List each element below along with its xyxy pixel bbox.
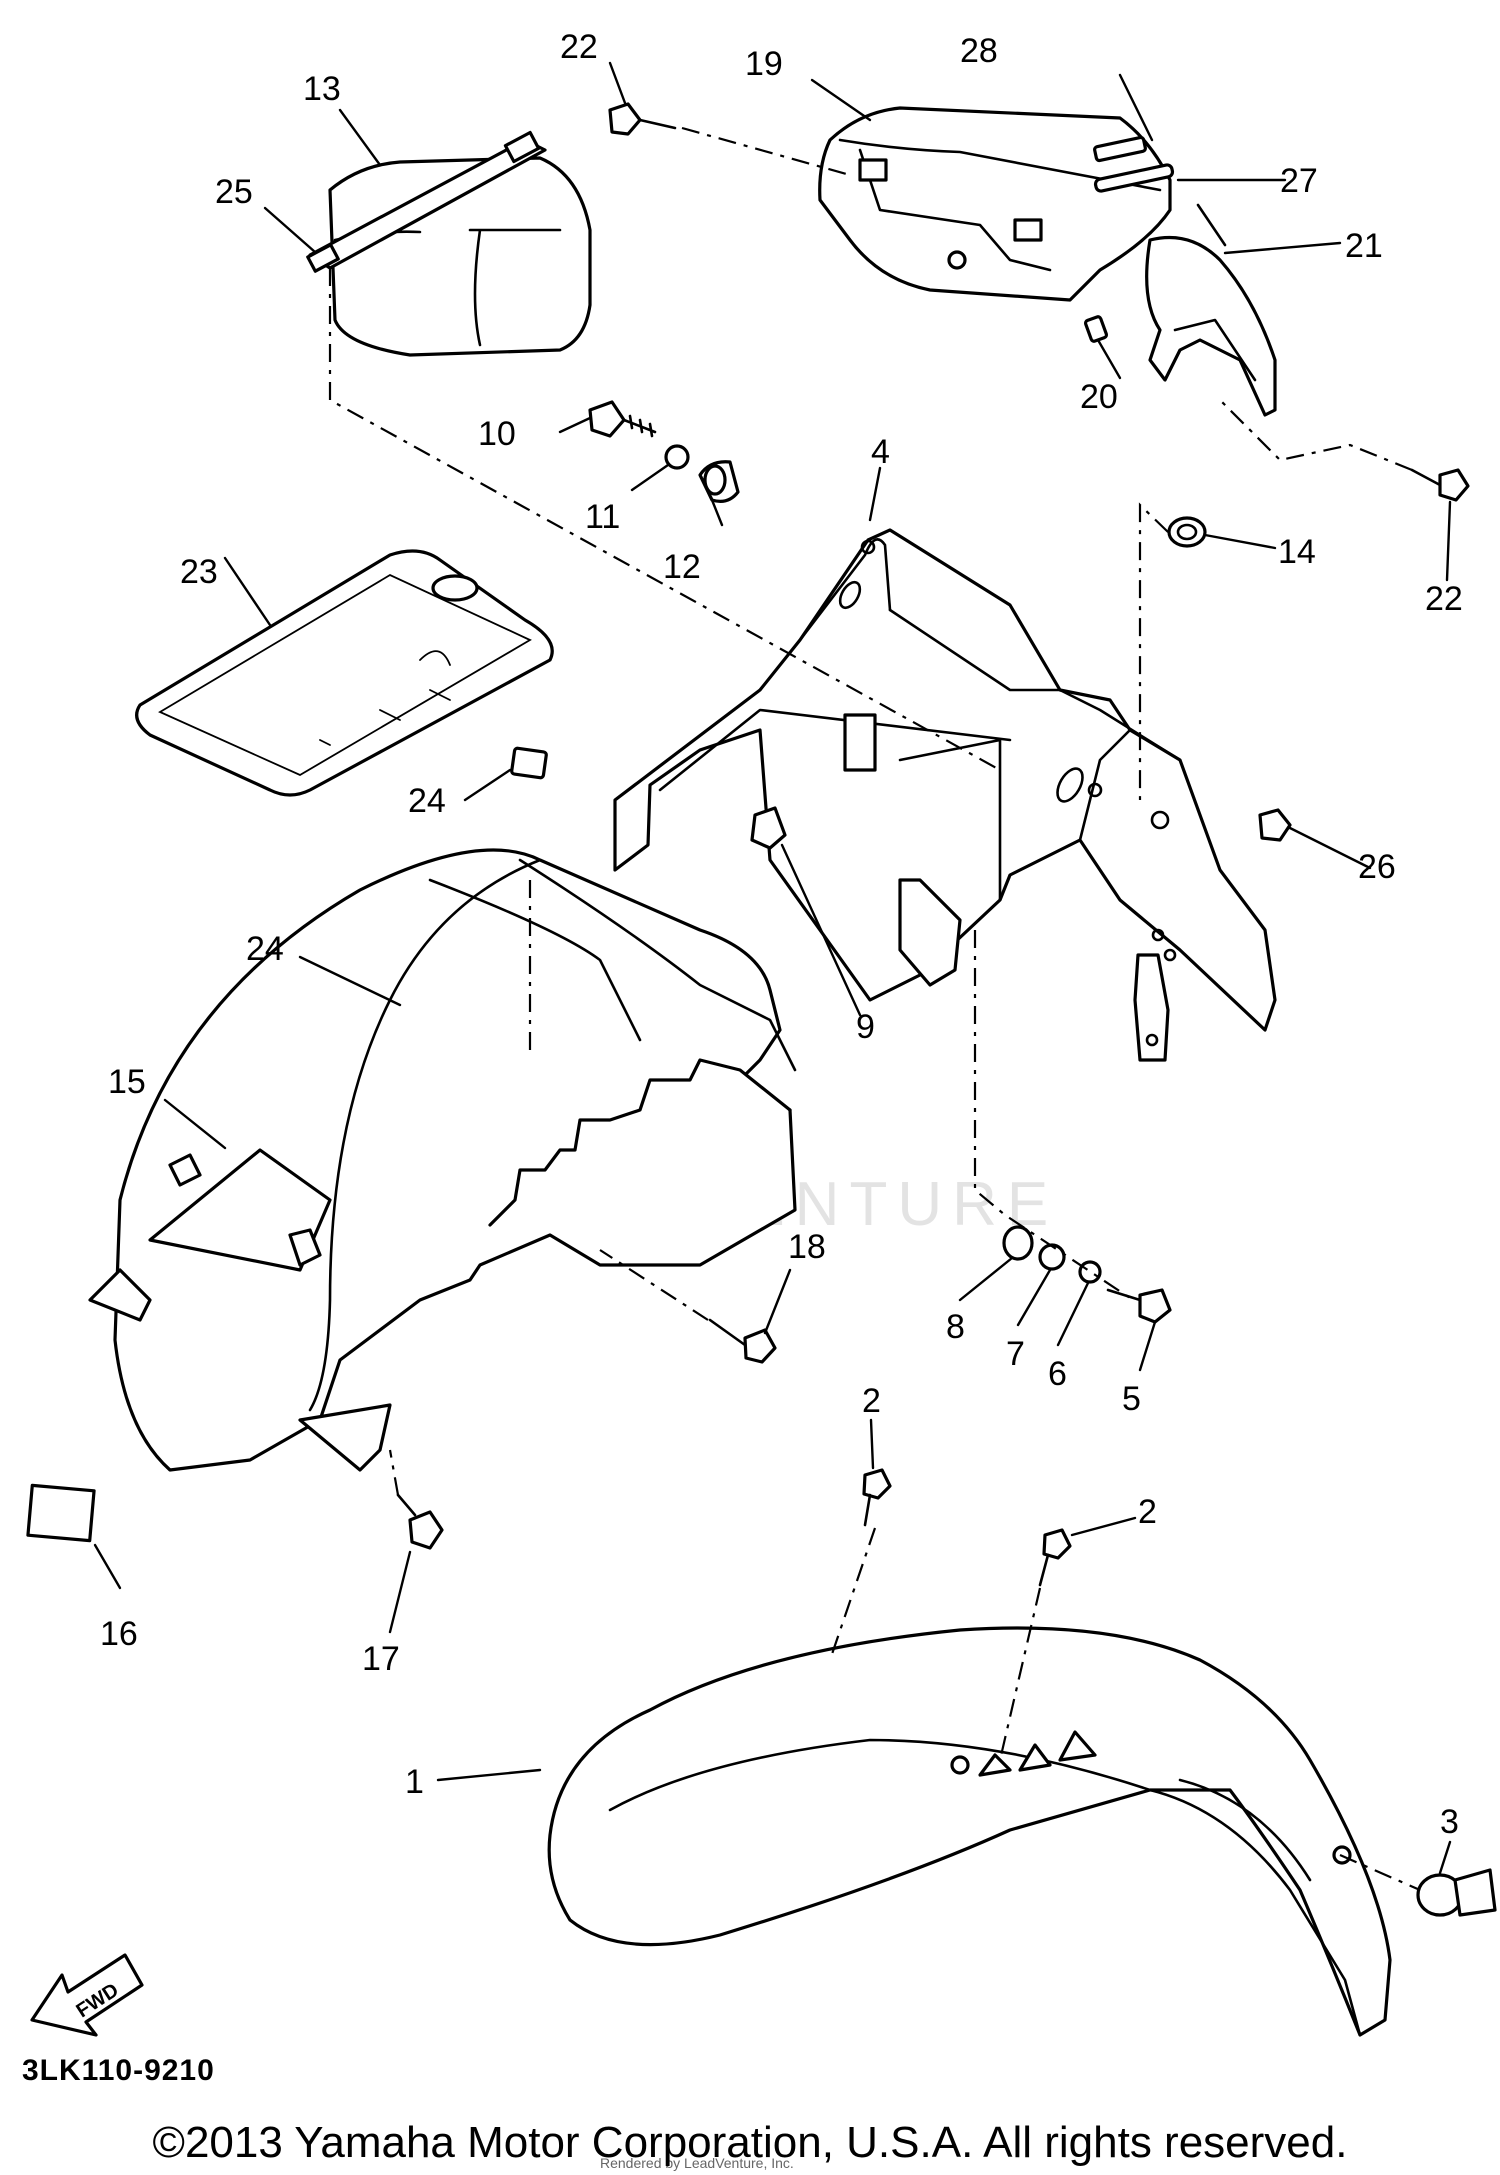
callout-1: 1 <box>405 1763 424 1801</box>
callout-25: 25 <box>215 173 253 211</box>
part-18-bolt[interactable] <box>708 1318 777 1364</box>
part-19-tail-light[interactable] <box>818 106 1172 302</box>
callout-4: 4 <box>871 433 890 471</box>
callout-26: 26 <box>1358 848 1396 886</box>
callout-27: 27 <box>1280 162 1318 200</box>
part-3-rubber-grommet[interactable] <box>1416 1868 1497 1917</box>
part-22-bolt-right[interactable] <box>1410 468 1470 502</box>
callout-6: 6 <box>1048 1355 1067 1393</box>
part-12-collar[interactable] <box>698 460 740 503</box>
callout-28: 28 <box>960 32 998 70</box>
part-4-rear-frame[interactable] <box>613 528 1277 1062</box>
callout-23: 23 <box>180 553 218 591</box>
assembly-lines <box>328 126 1421 1892</box>
part-6-lock-washer[interactable] <box>1078 1260 1102 1284</box>
part-14-grommet[interactable] <box>1167 516 1207 548</box>
callout-7: 7 <box>1006 1335 1025 1373</box>
part-15-rear-fender[interactable] <box>88 848 797 1472</box>
part-11-washer[interactable] <box>664 444 690 470</box>
callout-3: 3 <box>1440 1803 1459 1841</box>
callout-21: 21 <box>1345 227 1383 265</box>
copyright-notice: ©2013 Yamaha Motor Corporation, U.S.A. A… <box>152 2118 1348 2167</box>
callout-22b: 22 <box>1425 580 1463 618</box>
fwd-arrow-icon: FWD <box>30 1953 144 2037</box>
callout-19: 19 <box>745 45 783 83</box>
callout-labels: 1 2 2 3 4 5 6 7 8 9 10 11 12 13 14 15 16… <box>100 28 1463 1841</box>
callout-2a: 2 <box>862 1382 881 1420</box>
callout-24b: 24 <box>246 930 284 968</box>
callout-9: 9 <box>856 1008 875 1046</box>
callout-20: 20 <box>1080 378 1118 416</box>
part-7-washer[interactable] <box>1038 1243 1066 1271</box>
part-2-bolt-left[interactable] <box>862 1468 892 1527</box>
rendered-by-text: Rendered by LeadVenture, Inc. <box>600 2155 794 2171</box>
callout-24a: 24 <box>408 782 446 820</box>
diagram-code: 3LK110-9210 <box>22 2054 215 2087</box>
frame-tab <box>843 713 877 772</box>
callout-2b: 2 <box>1138 1493 1157 1531</box>
callout-11: 11 <box>585 498 620 536</box>
callout-18: 18 <box>788 1228 826 1266</box>
callout-22a: 22 <box>560 28 598 66</box>
part-21-bracket[interactable] <box>1145 203 1277 417</box>
part-24-clip-top[interactable] <box>510 746 548 780</box>
part-2-bolt-right[interactable] <box>1038 1528 1072 1587</box>
part-10-bolt[interactable] <box>588 400 657 438</box>
callout-16: 16 <box>100 1615 138 1653</box>
part-28-plate[interactable] <box>1093 135 1147 163</box>
callout-13: 13 <box>303 70 341 108</box>
part-22-bolt-top[interactable] <box>608 102 677 136</box>
callout-15: 15 <box>108 1063 146 1101</box>
callout-10: 10 <box>478 415 516 453</box>
part-17-screw[interactable] <box>396 1493 444 1550</box>
part-5-bolt[interactable] <box>1106 1288 1172 1324</box>
callout-12: 12 <box>663 548 701 586</box>
callout-8: 8 <box>946 1308 965 1346</box>
callout-leaders <box>93 61 1452 1875</box>
part-9-damper[interactable] <box>750 806 787 850</box>
part-23-license-bracket[interactable] <box>135 549 554 797</box>
part-16-reflector[interactable] <box>26 1483 96 1543</box>
part-1-front-fender[interactable] <box>547 1626 1392 2037</box>
part-8-collar[interactable] <box>1002 1225 1034 1261</box>
part-27-reflector[interactable] <box>1093 163 1175 193</box>
callout-14: 14 <box>1278 533 1316 571</box>
callout-17: 17 <box>362 1640 400 1678</box>
part-26-nut[interactable] <box>1258 808 1292 842</box>
callout-5: 5 <box>1122 1380 1141 1418</box>
part-20-nut[interactable] <box>1083 315 1109 343</box>
part-13-tool-box[interactable] <box>306 130 592 357</box>
